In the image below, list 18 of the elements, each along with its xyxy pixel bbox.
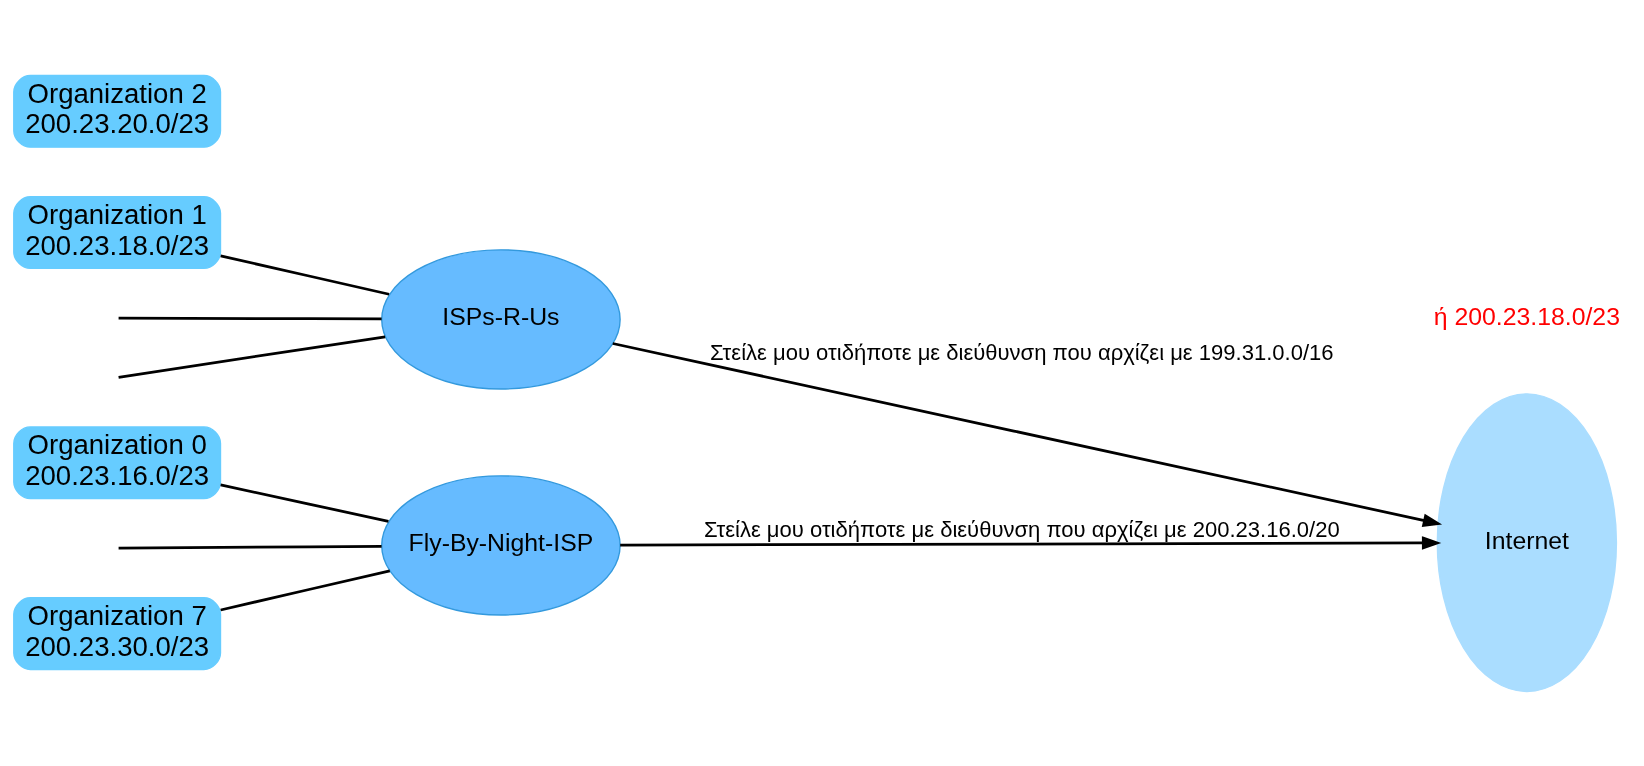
arrow <box>620 535 1442 550</box>
label: ή 200.23.18.0/23 <box>1433 302 1620 330</box>
edge-label: Στείλε μου οτιδήποτε με διεύθυνση που αρχίζει με 200.23.16.0/20 <box>703 516 1340 542</box>
edge-label: Στείλε μου οτιδήποτε με διεύθυνση που αρχίζει με 199.31.0.0/16 <box>710 339 1334 365</box>
connector <box>220 483 389 523</box>
node-box: Organization 1 200.23.18.0/23 <box>13 195 222 269</box>
node-ellipse: Internet <box>1436 392 1618 692</box>
node-ellipse: Fly-By-Night-ISP <box>381 474 621 616</box>
node-ellipse: ISPs-R-Us <box>381 248 621 390</box>
connector <box>118 334 386 379</box>
connector <box>220 568 391 611</box>
connector <box>220 254 390 296</box>
arrow <box>612 341 1443 527</box>
connector <box>118 544 382 550</box>
node-box: Organization 2 200.23.20.0/23 <box>13 74 222 148</box>
connector <box>118 316 382 320</box>
node-box: Organization 0 200.23.16.0/23 <box>13 425 222 499</box>
node-box: Organization 7 200.23.30.0/23 <box>13 596 222 670</box>
